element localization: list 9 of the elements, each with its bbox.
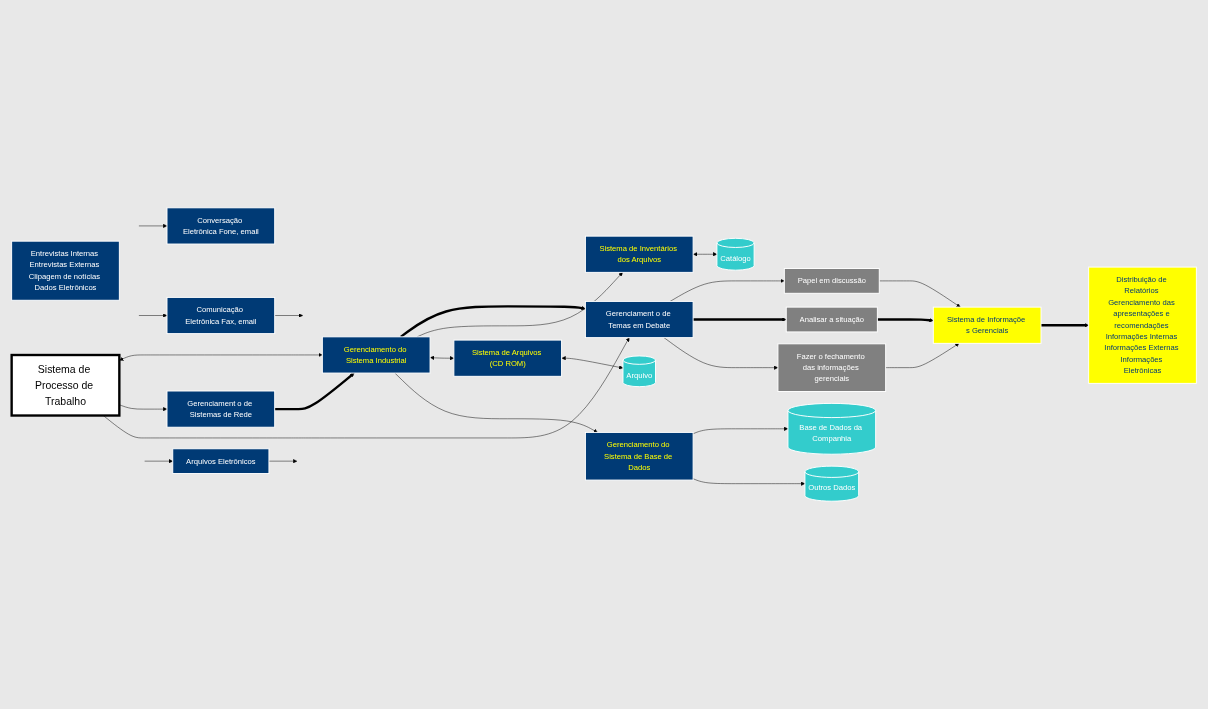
arrow	[400, 305, 586, 338]
arrow	[693, 317, 787, 322]
node-box: Sistema de Processo de Trabalho	[10, 353, 121, 417]
arrow	[274, 372, 355, 411]
arrow	[877, 318, 934, 323]
arrow	[561, 356, 624, 370]
arrow	[693, 252, 718, 257]
arrow	[430, 355, 455, 361]
arrow	[1041, 323, 1089, 328]
